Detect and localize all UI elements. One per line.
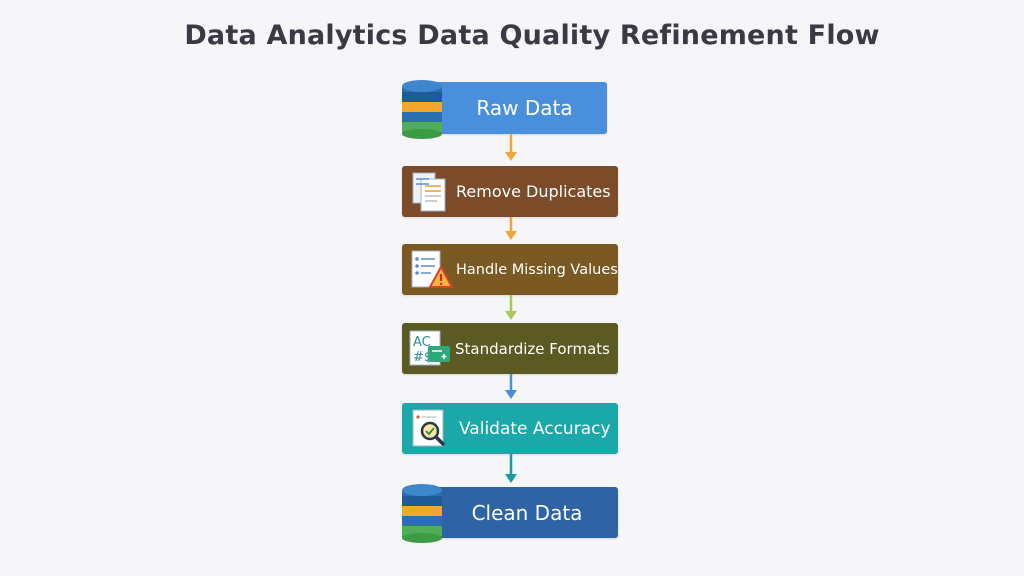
node-label: Remove Duplicates: [456, 182, 611, 201]
flow-arrow: [505, 134, 517, 161]
flow-arrow: [505, 454, 517, 483]
page-title: Data Analytics Data Quality Refinement F…: [184, 20, 880, 51]
documents-icon: [412, 172, 446, 212]
node-label: Standardize Formats: [455, 339, 610, 358]
node-raw-data: Raw Data: [428, 82, 607, 134]
warning-list-icon: [411, 250, 453, 288]
node-label: Clean Data: [471, 500, 583, 525]
node-label: Raw Data: [476, 96, 573, 120]
node-clean-data: Clean Data: [428, 487, 618, 538]
format-icon: AC #$: [409, 330, 450, 366]
svg-text:AC: AC: [413, 335, 431, 350]
svg-text:#$: #$: [413, 350, 432, 365]
magnifier-icon: [412, 409, 446, 447]
database-icon: [402, 80, 442, 139]
database-icon: [402, 484, 442, 543]
flow-arrow: [505, 374, 517, 399]
flow-arrow: [505, 217, 517, 240]
flow-arrow: [505, 295, 517, 320]
node-label: Handle Missing Values: [456, 261, 618, 278]
node-label: Validate Accuracy: [459, 418, 611, 439]
